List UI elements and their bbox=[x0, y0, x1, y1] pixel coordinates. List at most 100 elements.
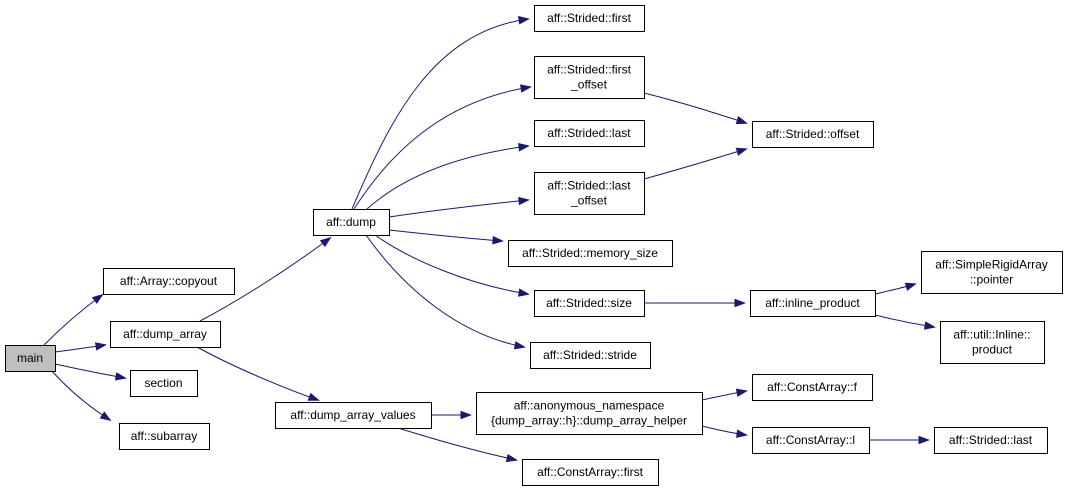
edge-line bbox=[54, 363, 126, 379]
node-label: aff::Strided::last bbox=[949, 433, 1033, 447]
node-box bbox=[534, 5, 645, 32]
edge-dump_array_values-to-constarray_first bbox=[397, 427, 518, 463]
node-box bbox=[534, 120, 645, 147]
edge-strided_last_offset-to-strided_offset bbox=[643, 147, 748, 180]
node-label: _offset bbox=[570, 78, 607, 92]
edge-strided_first_offset-to-strided_offset bbox=[643, 92, 748, 125]
node-strided-last[interactable]: aff::Strided::last bbox=[534, 120, 645, 147]
node-simplerigidarray-pointer[interactable]: aff::SimpleRigidArray::pointer bbox=[921, 251, 1063, 294]
node-strided-stride[interactable]: aff::Strided::stride bbox=[530, 342, 651, 369]
arrowhead-icon bbox=[518, 288, 530, 297]
node-subarray[interactable]: aff::subarray bbox=[119, 423, 210, 450]
node-box bbox=[940, 321, 1045, 364]
node-label: aff::Strided::stride bbox=[543, 348, 637, 362]
node-label: aff::subarray bbox=[131, 429, 197, 443]
node-strided-size[interactable]: aff::Strided::size bbox=[534, 290, 645, 317]
arrowhead-icon bbox=[307, 392, 320, 401]
arrowhead-icon bbox=[735, 388, 748, 397]
edge-dump-to-strided_memory_size bbox=[388, 229, 504, 245]
arrowhead-icon bbox=[91, 293, 104, 304]
node-strided-memory-size[interactable]: aff::Strided::memory_size bbox=[508, 240, 673, 267]
edge-main-to-dump_array bbox=[54, 342, 107, 353]
node-strided-first[interactable]: aff::Strided::first bbox=[534, 5, 645, 32]
node-box bbox=[119, 423, 210, 450]
node-box bbox=[752, 427, 870, 454]
node-strided-first-offset[interactable]: aff::Strided::first_offset bbox=[534, 56, 645, 99]
arrowhead-icon bbox=[513, 341, 526, 350]
node-label: aff::anonymous_namespace bbox=[514, 399, 665, 413]
node-label: aff::ConstArray::l bbox=[766, 433, 855, 447]
node-dump-array[interactable]: aff::dump_array bbox=[110, 321, 221, 348]
node-label: aff::Array::copyout bbox=[120, 274, 218, 288]
edge-line bbox=[643, 148, 747, 180]
node-strided-offset[interactable]: aff::Strided::offset bbox=[752, 121, 874, 148]
edge-main-to-array_copyout bbox=[43, 293, 104, 346]
node-label: aff::dump_array bbox=[123, 327, 207, 341]
edge-dump_array_helper-to-constarray_l bbox=[701, 425, 748, 438]
edge-inline_product-to-util_inline_product bbox=[874, 314, 936, 330]
arrowhead-icon bbox=[95, 342, 107, 351]
node-section[interactable]: section bbox=[130, 370, 198, 397]
edge-strided_size-to-inline_product bbox=[644, 298, 746, 308]
node-box bbox=[275, 402, 432, 429]
node-box bbox=[110, 321, 221, 348]
arrowhead-icon bbox=[460, 410, 472, 420]
arrowhead-icon bbox=[736, 429, 748, 438]
node-box bbox=[313, 209, 390, 236]
arrowhead-icon bbox=[519, 84, 532, 93]
node-main[interactable]: main bbox=[5, 345, 56, 372]
node-box bbox=[534, 290, 645, 317]
node-dump-array-helper[interactable]: aff::anonymous_namespace{dump_array::h}:… bbox=[476, 392, 703, 435]
edge-line bbox=[51, 370, 111, 421]
edge-line bbox=[397, 427, 517, 461]
arrowhead-icon bbox=[114, 372, 127, 381]
arrowhead-icon bbox=[505, 453, 518, 463]
arrowhead-icon bbox=[99, 411, 112, 422]
node-box bbox=[934, 427, 1048, 454]
edge-dump_array_values-to-dump_array_helper bbox=[431, 410, 472, 420]
node-util-inline-product[interactable]: aff::util::Inline::product bbox=[940, 321, 1045, 364]
node-array-copyout[interactable]: aff::Array::copyout bbox=[103, 268, 235, 295]
node-box bbox=[534, 172, 645, 215]
node-box bbox=[5, 345, 56, 372]
edge-dump_array_helper-to-constarray_f bbox=[701, 388, 748, 401]
node-dump-array-values[interactable]: aff::dump_array_values bbox=[275, 402, 432, 429]
node-box bbox=[534, 56, 645, 99]
node-constarray-first[interactable]: aff::ConstArray::first bbox=[522, 459, 659, 486]
node-label: aff::util::Inline:: bbox=[953, 328, 1030, 342]
arrowhead-icon bbox=[735, 147, 748, 156]
edge-line bbox=[374, 234, 529, 295]
arrowhead-icon bbox=[904, 282, 917, 291]
node-label: aff::Strided::first bbox=[547, 63, 631, 77]
edge-line bbox=[388, 199, 529, 218]
node-label: product bbox=[972, 343, 1013, 357]
arrowhead-icon bbox=[735, 116, 748, 125]
node-box bbox=[508, 240, 673, 267]
node-strided-last2[interactable]: aff::Strided::last bbox=[934, 427, 1048, 454]
node-label: ::pointer bbox=[970, 273, 1013, 287]
node-label: _offset bbox=[570, 194, 607, 208]
edge-inline_product-to-simplerigidarray_pointer bbox=[874, 282, 917, 295]
node-box bbox=[750, 290, 876, 317]
node-inline-product[interactable]: aff::inline_product bbox=[750, 290, 876, 317]
edge-dump-to-strided_last_offset bbox=[388, 196, 530, 218]
arrowhead-icon bbox=[518, 143, 530, 152]
edge-dump-to-strided_size bbox=[374, 234, 530, 297]
node-dump[interactable]: aff::dump bbox=[313, 209, 390, 236]
edge-dump-to-strided_first bbox=[351, 16, 530, 210]
node-strided-last-offset[interactable]: aff::Strided::last_offset bbox=[534, 172, 645, 215]
arrowhead-icon bbox=[518, 16, 530, 25]
edge-constarray_l-to-strided_last2 bbox=[869, 435, 930, 445]
node-constarray-l[interactable]: aff::ConstArray::l bbox=[752, 427, 870, 454]
node-label: aff::inline_product bbox=[765, 296, 860, 310]
node-label: aff::Strided::size bbox=[546, 296, 632, 310]
node-box bbox=[921, 251, 1063, 294]
arrowhead-icon bbox=[918, 435, 930, 445]
node-constarray-f[interactable]: aff::ConstArray::f bbox=[752, 374, 873, 401]
node-label: main bbox=[17, 351, 43, 365]
node-label: section bbox=[144, 376, 182, 390]
node-label: aff::dump bbox=[326, 215, 376, 229]
edge-line bbox=[351, 18, 529, 210]
edge-main-to-section bbox=[54, 363, 127, 381]
